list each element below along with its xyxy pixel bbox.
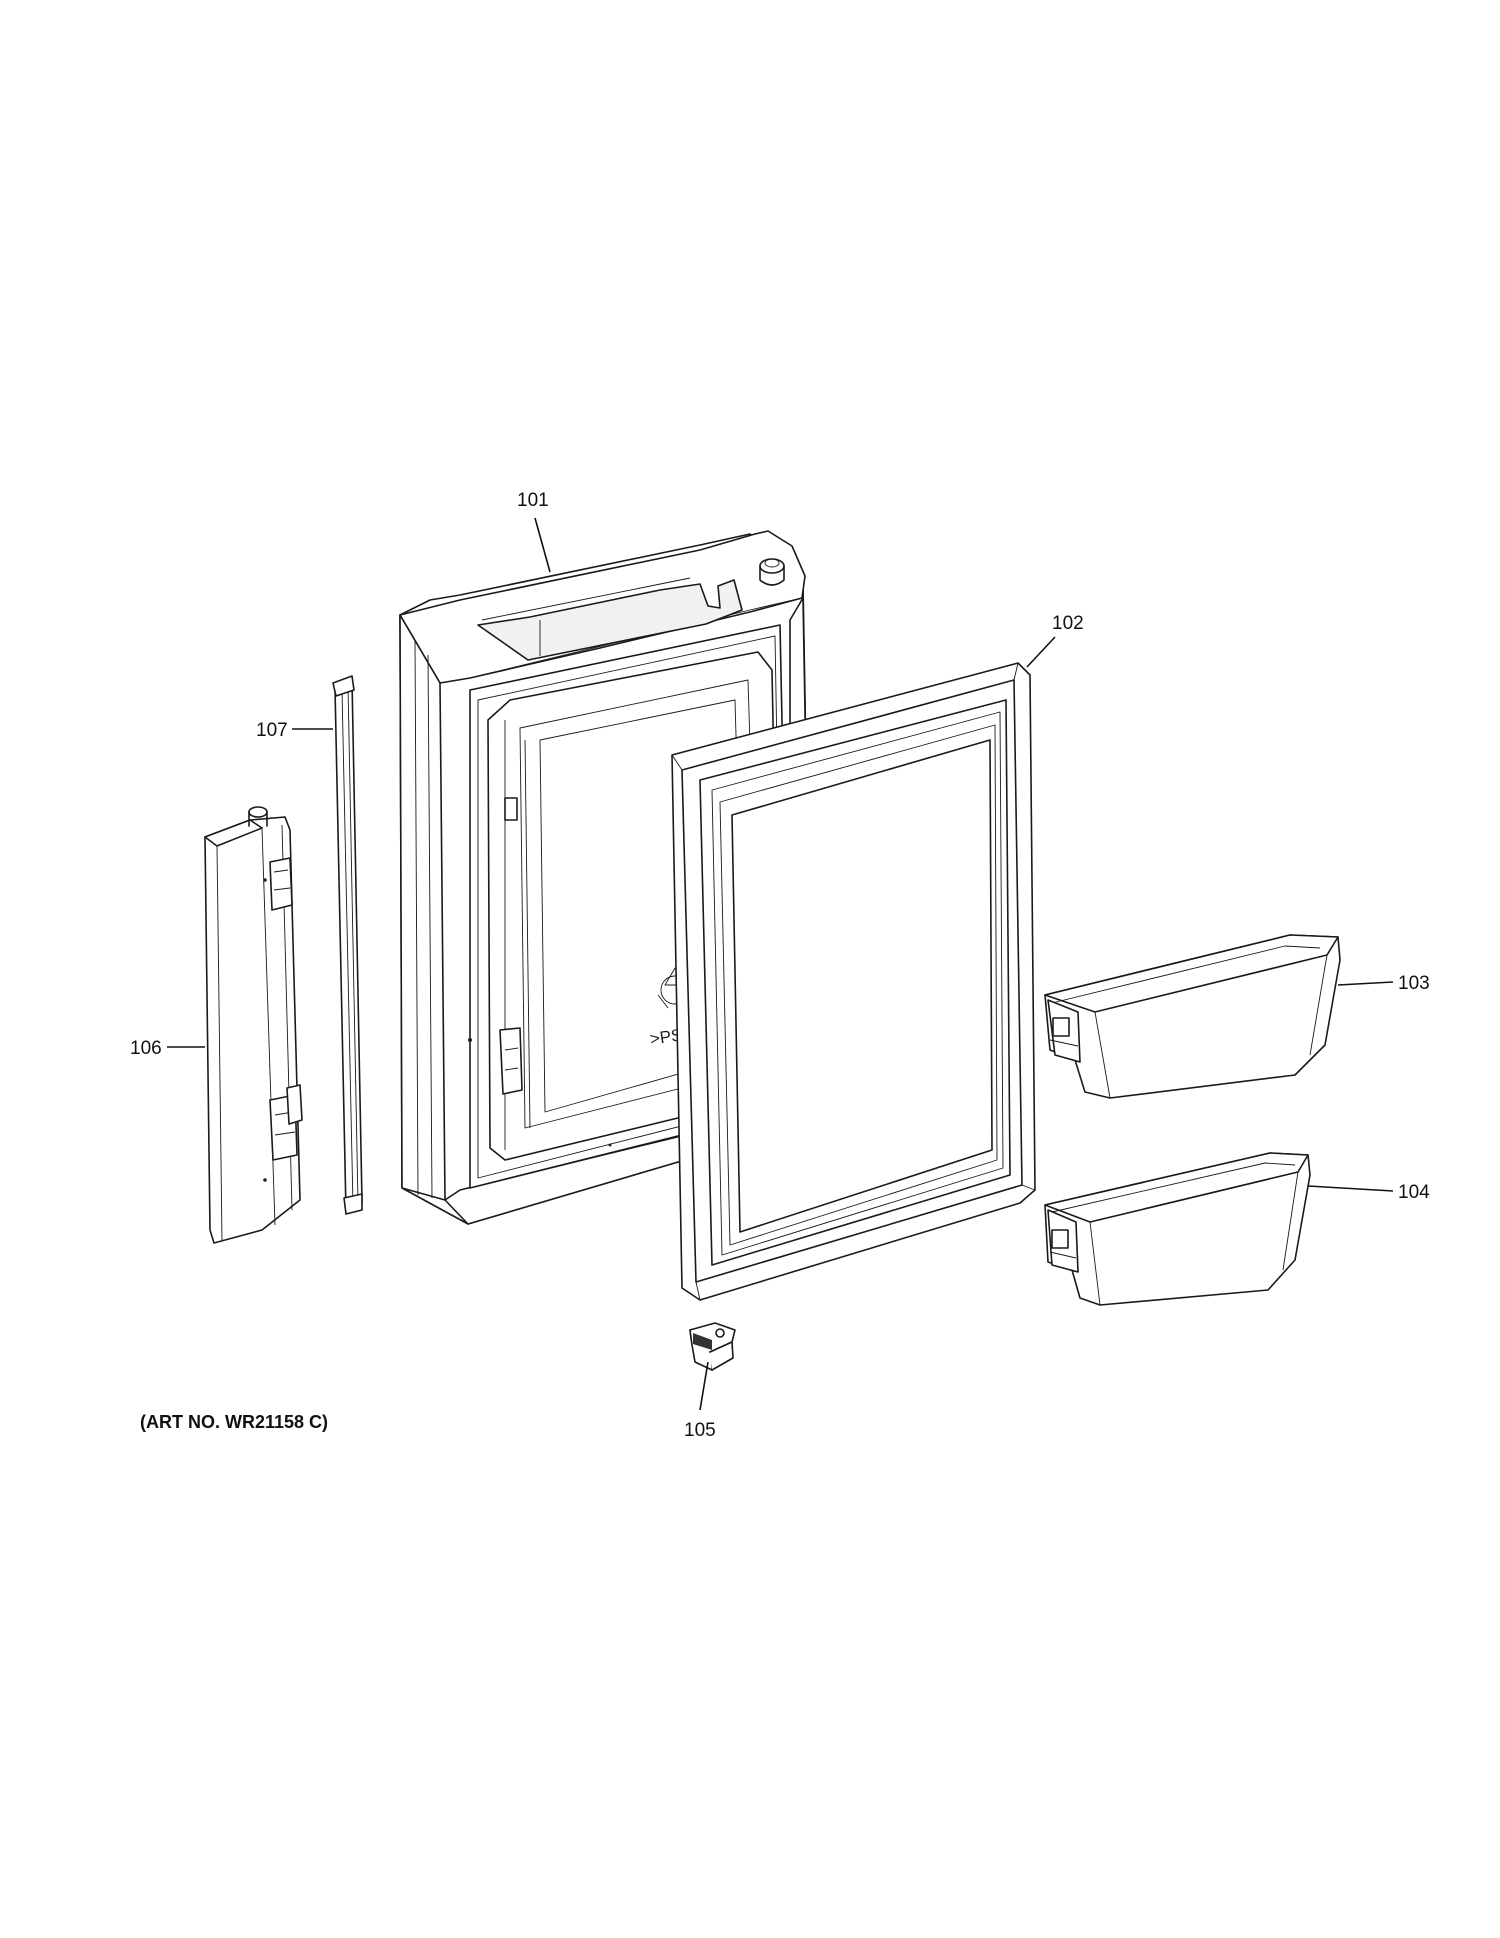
callout-102: 102 bbox=[1026, 613, 1084, 668]
callout-103: 103 bbox=[1337, 973, 1430, 994]
callout-label-107: 107 bbox=[256, 720, 288, 741]
part-102-door-gasket bbox=[671, 662, 1036, 1301]
callout-label-105: 105 bbox=[684, 1420, 716, 1441]
callout-label-106: 106 bbox=[130, 1038, 162, 1059]
callout-label-103: 103 bbox=[1398, 973, 1430, 994]
callout-105: 105 bbox=[684, 1361, 716, 1441]
part-106-mullion-flipper bbox=[204, 806, 303, 1244]
callout-106: 106 bbox=[130, 1038, 205, 1059]
callout-101: 101 bbox=[517, 490, 551, 573]
art-number-label: (ART NO. WR21158 C) bbox=[140, 1412, 328, 1432]
callout-label-104: 104 bbox=[1398, 1182, 1430, 1203]
callout-label-102: 102 bbox=[1052, 613, 1084, 634]
part-103-door-bin-upper bbox=[1044, 934, 1341, 1099]
part-105-small-bracket bbox=[689, 1322, 736, 1371]
callout-label-101: 101 bbox=[517, 490, 549, 511]
callout-107: 107 bbox=[256, 720, 333, 741]
callout-104: 104 bbox=[1307, 1182, 1430, 1203]
part-104-door-bin-lower bbox=[1044, 1152, 1311, 1306]
part-107-gasket-strip bbox=[332, 675, 363, 1215]
